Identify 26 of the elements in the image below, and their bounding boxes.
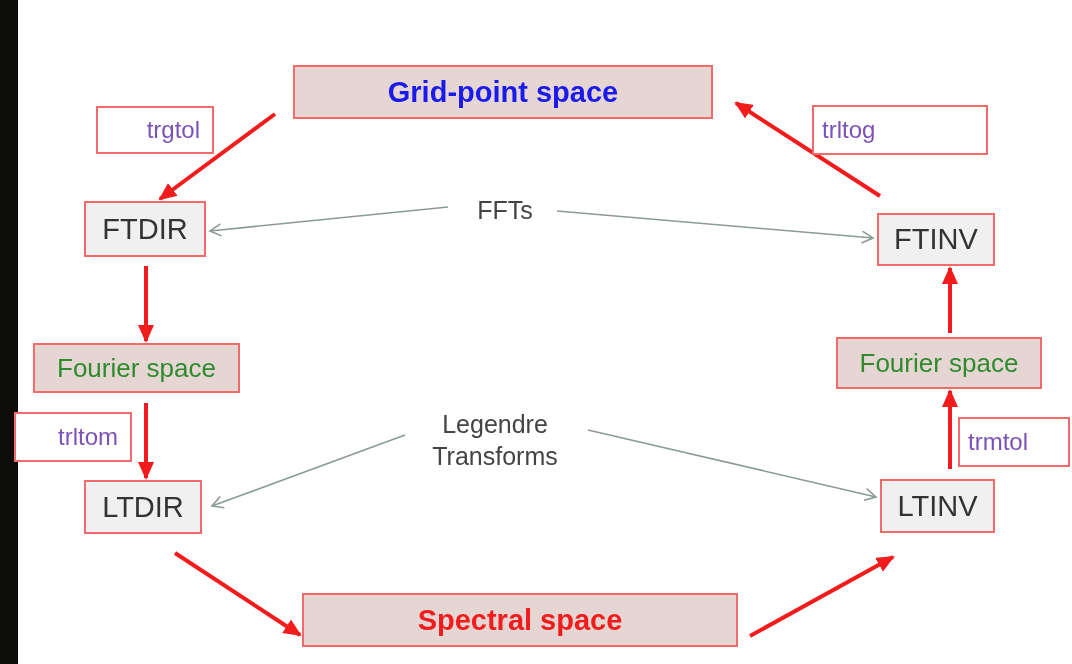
arrow xyxy=(734,101,882,198)
annotation-text: FFTs xyxy=(450,190,560,230)
arrow xyxy=(209,206,449,237)
routine-box: trltom xyxy=(14,412,132,462)
arrow xyxy=(942,266,958,333)
space-box: Grid-point space xyxy=(293,65,713,119)
arrow xyxy=(587,429,877,502)
space-box: Fourier space xyxy=(836,337,1042,389)
arrow xyxy=(138,403,154,480)
arrow xyxy=(749,555,895,638)
space-box: Spectral space xyxy=(302,593,738,647)
arrow xyxy=(173,551,302,637)
arrow xyxy=(138,266,154,343)
step-box: FTDIR xyxy=(84,201,206,257)
arrow xyxy=(942,389,958,469)
space-box: Fourier space xyxy=(33,343,240,393)
routine-box: trltog xyxy=(812,105,988,155)
arrow xyxy=(158,112,277,201)
step-box: FTINV xyxy=(877,213,995,266)
step-box: LTDIR xyxy=(84,480,202,534)
routine-box: trmtol xyxy=(958,417,1070,467)
arrow xyxy=(211,434,406,509)
routine-box: trgtol xyxy=(96,106,214,154)
arrow xyxy=(556,210,874,244)
step-box: LTINV xyxy=(880,479,995,533)
annotation-text: Legendre Transforms xyxy=(395,400,595,480)
